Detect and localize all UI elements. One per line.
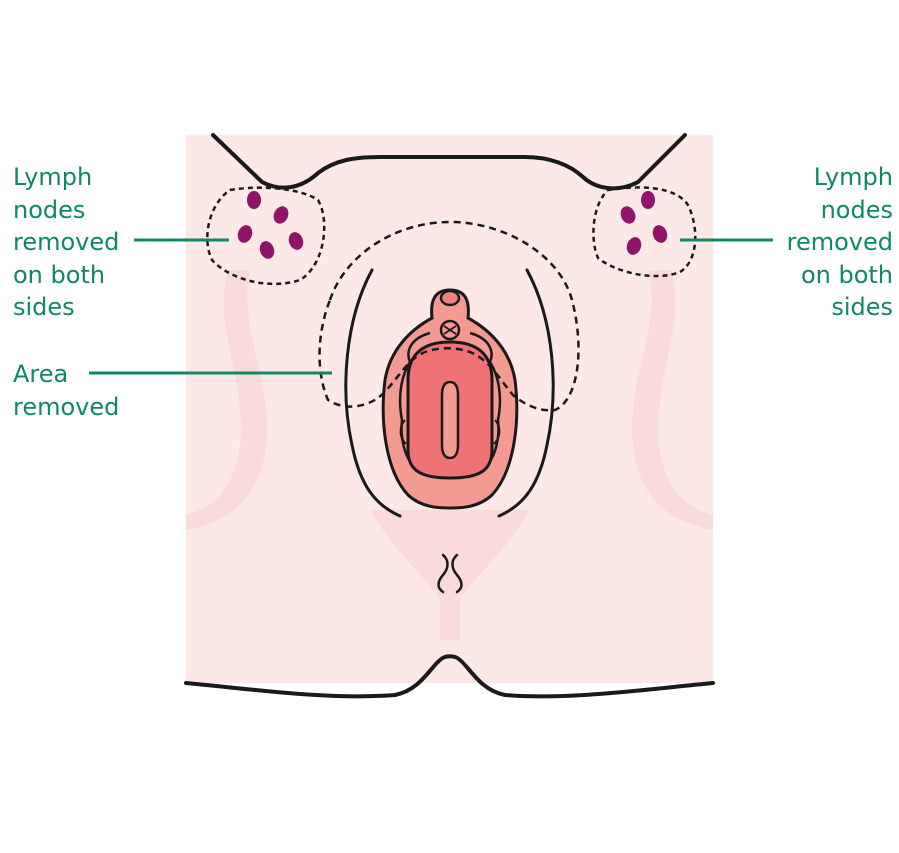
lymph-node <box>652 225 668 243</box>
label-line: removed <box>13 392 120 421</box>
body-bottom-outline <box>184 654 715 699</box>
label-line: nodes <box>820 195 893 224</box>
left-thigh-shading <box>186 270 267 530</box>
right-lymph-nodes <box>620 191 668 255</box>
right-fold-mark <box>493 419 501 445</box>
body-top-outline <box>211 133 687 191</box>
label-line: removed <box>13 228 120 256</box>
lymph-node <box>626 237 642 255</box>
label-line: Area <box>13 360 69 388</box>
anus <box>437 553 463 594</box>
left-lymph-nodes <box>237 191 304 259</box>
lymph-node <box>237 225 253 243</box>
left-fold-mark <box>399 419 407 445</box>
label-line: sides <box>13 293 75 321</box>
urethra-detail <box>443 325 457 335</box>
lymph-node <box>273 206 289 224</box>
left-lymph-nodes-label: Lymph nodes removed on both sides <box>13 161 119 324</box>
lymph-node <box>259 241 275 259</box>
label-line: removed <box>786 228 893 256</box>
lymph-node <box>247 191 261 209</box>
left-labia-line <box>344 268 402 518</box>
lymph-node <box>288 232 304 250</box>
perineum-shading <box>370 510 530 640</box>
right-thigh-shading <box>632 270 713 530</box>
right-labia-line <box>497 268 555 518</box>
lymph-node <box>620 206 636 224</box>
lymph-node <box>641 191 655 209</box>
label-line: sides <box>831 293 893 321</box>
area-removed-label: Area removed <box>13 358 119 423</box>
vaginal-opening <box>440 380 460 460</box>
label-line: nodes <box>13 195 86 224</box>
right-lymph-region <box>592 186 697 278</box>
label-line: Lymph <box>813 163 893 191</box>
left-lymph-region <box>206 186 326 286</box>
right-labia-minora <box>469 331 502 471</box>
left-labia-minora <box>398 331 431 471</box>
right-lymph-nodes-label: Lymph nodes removed on both sides <box>787 161 893 324</box>
clitoris <box>439 289 461 307</box>
label-line: Lymph <box>13 163 93 191</box>
label-line: on both <box>13 260 106 289</box>
area-removed-outline <box>318 220 580 412</box>
label-line: on both <box>800 260 893 289</box>
